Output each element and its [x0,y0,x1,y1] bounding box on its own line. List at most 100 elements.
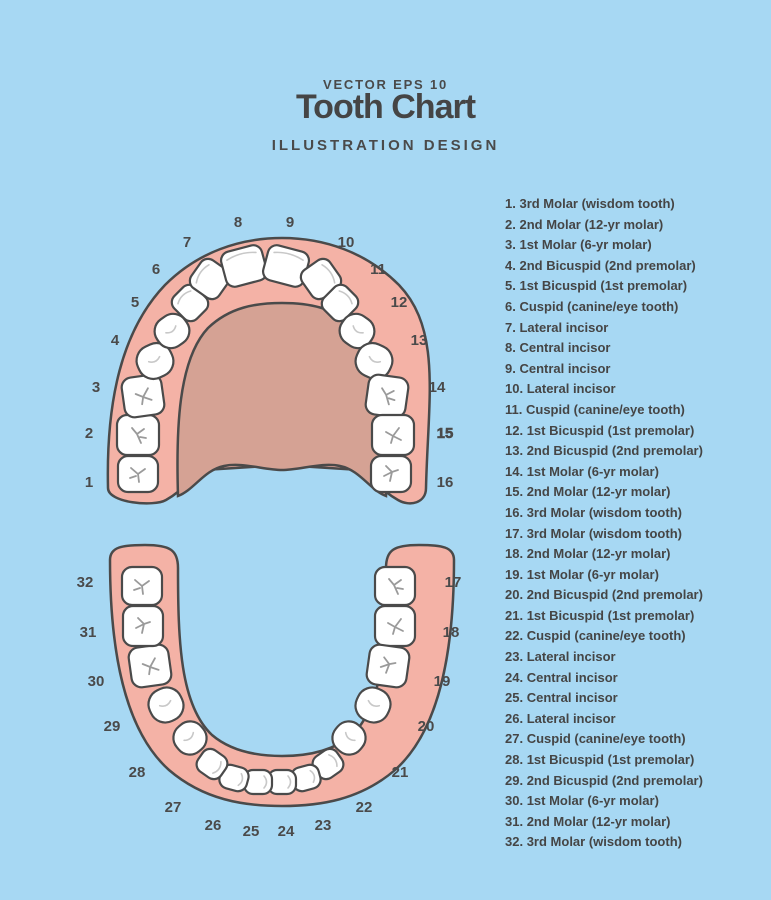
legend-description: Central incisor [519,360,611,376]
legend-item: 17. 3rd Molar (wisdom tooth) [505,525,682,541]
tooth-number-label: 12 [391,294,408,311]
legend-number: 19 [505,566,520,582]
tooth [120,565,164,607]
tooth [195,747,229,781]
tooth [127,643,173,689]
legend-description: 2nd Bicuspid (2nd premolar) [519,257,696,273]
legend-number: 3 [505,237,513,253]
legend-description: 3rd Molar (wisdom tooth) [526,834,682,850]
legend-number: 30 [505,793,520,809]
legend-item: 27. Cuspid (canine/eye tooth) [505,731,686,747]
legend-description: Central incisor [526,669,618,685]
legend-item: 13. 2nd Bicuspid (2nd premolar) [505,443,703,459]
tooth [188,257,232,301]
tooth-number-label: 32 [77,574,94,591]
tooth-number-label: 17 [445,574,462,591]
legend-description: 3rd Molar (wisdom tooth) [526,525,682,541]
legend-item: 3. 1st Molar (6-yr molar) [505,237,652,253]
legend-description: 1st Bicuspid (1st premolar) [519,278,688,294]
legend-description: 1st Bicuspid (1st premolar) [526,607,695,623]
legend-number: 16 [505,504,520,520]
tooth [266,768,298,796]
legend-description: Lateral incisor [519,319,609,335]
tooth [153,312,191,350]
legend-item: 8. Central incisor [505,340,611,356]
tooth [135,341,175,381]
legend-number: 12 [505,422,520,438]
legend-item: 18. 2nd Molar (12-yr molar) [505,546,671,562]
legend-number: 5 [505,278,513,294]
legend-number: 4 [505,257,513,273]
legend-item: 24. Central incisor [505,669,618,685]
tooth-number-label: 8 [234,214,242,231]
tooth-number-label: 31 [80,624,97,641]
legend-description: Lateral incisor [526,649,616,665]
legend-number: 25 [505,690,520,706]
tooth-number-label: 27 [165,799,182,816]
legend-item: 15. 2nd Molar (12-yr molar) [505,484,671,500]
page-subtitle: ILLUSTRATION DESIGN [271,137,500,154]
legend-description: 1st Bicuspid (1st premolar) [526,422,695,438]
legend-number: 7 [505,319,513,335]
tooth [299,257,343,301]
chart-header: VECTOR EPS 10 Tooth Chart ILLUSTRATION D… [0,0,771,160]
tooth-number-label: 5 [131,294,139,311]
legend-item: 5. 1st Bicuspid (1st premolar) [505,278,688,294]
tooth [338,312,376,350]
tooth [365,643,411,689]
legend-number: 31 [505,813,520,829]
tooth [364,373,410,419]
tooth-number-label: 14 [429,379,446,396]
tooth-number-label: 7 [183,234,191,251]
tooth-number-label: 6 [152,261,160,278]
legend-description: Cuspid (canine/eye tooth) [525,401,685,417]
legend-item: 31. 2nd Molar (12-yr molar) [505,813,671,829]
legend-item: 11. Cuspid (canine/eye tooth) [505,401,685,417]
page-title: Tooth Chart [295,88,476,126]
legend-number: 22 [505,628,520,644]
legend-item: 30. 1st Molar (6-yr molar) [505,793,659,809]
tooth [290,763,322,793]
legend-item: 9. Central incisor [505,360,611,376]
legend-description: 2nd Bicuspid (2nd premolar) [526,443,703,459]
tooth-number-label: 24 [278,823,295,840]
tooth-number-label: 30 [88,673,105,690]
legend-item: 1. 3rd Molar (wisdom tooth) [505,196,675,211]
tooth-number-label: 4 [111,332,120,349]
tooth-number-label: 21 [392,764,409,781]
tooth [331,720,367,756]
tooth-number-label: 11 [370,261,386,278]
legend-number: 11 [505,401,519,417]
tooth [115,413,161,457]
tooth-number-label: 3 [92,379,100,396]
tooth [373,604,417,648]
legend-number: 26 [505,710,520,726]
legend-description: Lateral incisor [526,710,616,726]
tooth-number-label: 9 [286,214,294,231]
legend-description: 2nd Bicuspid (2nd premolar) [526,772,703,788]
legend-item: 10. Lateral incisor [505,381,616,397]
legend-item: 21. 1st Bicuspid (1st premolar) [505,607,695,623]
legend-item: 2. 2nd Molar (12-yr molar) [505,216,664,232]
tooth [147,686,185,724]
tooth-number-label: 22 [356,799,373,816]
legend-number: 20 [505,587,520,603]
legend-description: 1st Molar (6-yr molar) [526,793,659,809]
legend-description: Cuspid (canine/eye tooth) [526,731,686,747]
legend-item: 4. 2nd Bicuspid (2nd premolar) [505,257,696,273]
legend-number: 23 [505,649,520,665]
legend-description: Cuspid (canine/eye tooth) [526,628,686,644]
legend-item: 23. Lateral incisor [505,649,616,665]
kicker-text: VECTOR EPS 10 [322,77,449,92]
legend-description: 1st Molar (6-yr molar) [526,566,659,582]
tooth-number-label: 16 [437,474,454,491]
legend-number: 24 [505,669,520,685]
legend-number: 8 [505,340,513,356]
tooth [311,747,345,781]
legend-item: 16. 3rd Molar (wisdom tooth) [505,504,682,520]
legend-number: 18 [505,546,520,562]
legend-number: 2 [505,216,513,232]
tooth-number-label: 19 [434,673,451,690]
legend-item: 25. Central incisor [505,690,618,706]
